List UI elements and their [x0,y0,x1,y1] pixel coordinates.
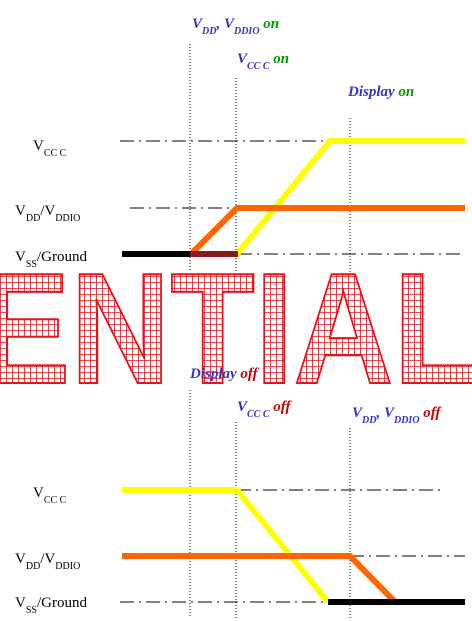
vdd-off-event-label: VDD, VDDIO off [352,405,443,426]
ground-off-row-label: VSS/Ground [15,595,87,616]
display-on-event-label: Display on [347,84,414,100]
vdd-off-name-v: V [352,405,364,421]
vdd-off-row-label: VDD/VDDIO [15,551,80,572]
vdd-off-name-sub1: DD [361,415,376,426]
vdd-on-state: on [260,16,280,32]
vdd-power-off-waveform [122,553,398,605]
ground-row-label: VSS/Ground [15,249,87,270]
vdd-on-name-mid: , V [215,16,236,32]
vdd-off-name-mid: , V [375,405,396,421]
power-on-section: VDD, VDDIO on VCC C on Display on VCC C … [15,16,465,272]
vcc-off-state: off [270,399,293,415]
vcc-on-state: on [270,51,290,67]
confidential-watermark: ENTIAL [0,241,472,417]
vcc-off-event-label: VCC C off [237,399,293,420]
vdd-on-name-sub1: DD [201,26,216,37]
display-off-state: off [237,366,260,382]
vcc-off-name-sub: CC C [247,409,270,420]
vdd-row-label: VDD/VDDIO [15,203,80,224]
display-off-event-label: Display off [189,366,260,382]
vdd-on-name-sub2: DDIO [233,26,260,37]
power-off-section: VCC C VDD/VDDIO VSS/Ground [15,390,465,618]
display-off-name: Display [189,366,237,382]
vdd-off-state: off [420,405,443,421]
vcc-power-on-waveform [122,138,465,257]
display-on-name: Display [347,84,395,100]
vcc-on-event-label: VCC C on [237,51,289,72]
display-on-state: on [395,84,415,100]
vcc-on-name-sub: CC C [247,61,270,72]
vdd-off-name-sub2: DDIO [393,415,420,426]
vcc-off-row-label: VCC C [33,485,67,506]
vcc-power-off-waveform [122,487,331,604]
vcc-row-label: VCC C [33,138,67,159]
vdd-on-name-v: V [192,16,204,32]
vcc-on-name-v: V [237,51,249,67]
vdd-on-event-label: VDD, VDDIO on [192,16,279,37]
vcc-off-name-v: V [237,399,249,415]
